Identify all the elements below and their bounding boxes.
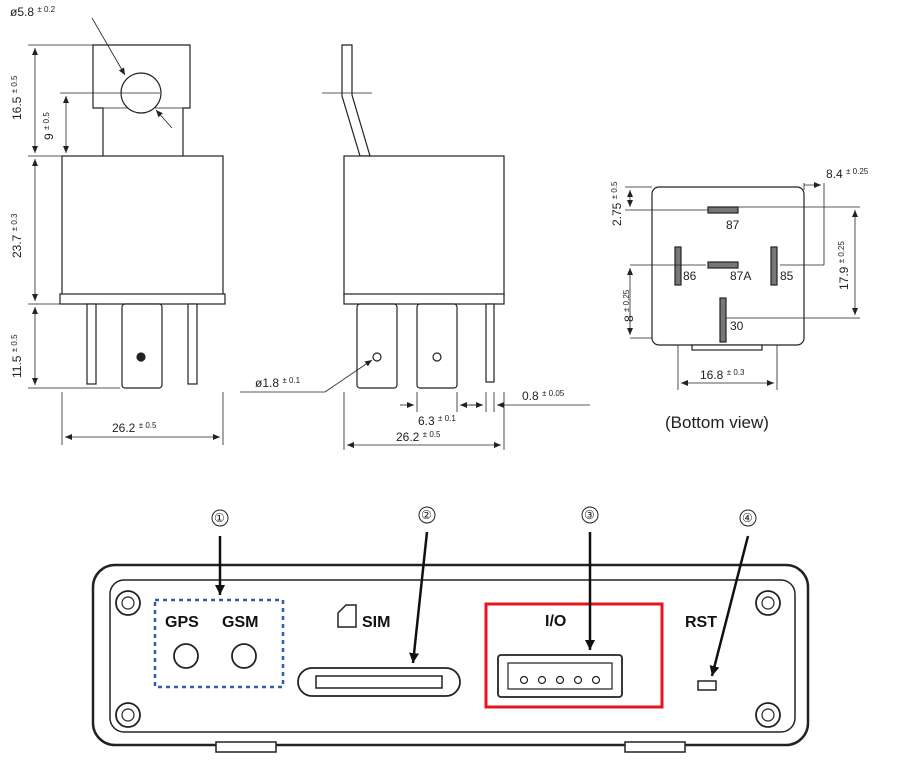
callout-4: ④: [742, 511, 753, 525]
rst-label: RST: [685, 614, 717, 631]
panel-outer: [93, 565, 808, 745]
sim-label: SIM: [362, 614, 390, 631]
side-spacing-label: 17.9 ± 0.25: [837, 241, 851, 290]
side-width-label: 26.2 ± 0.5: [396, 430, 441, 444]
pin-label-87a: 87A: [730, 269, 751, 283]
top-offset-label: 2.75 ± 0.5: [610, 181, 624, 226]
callout-2: ②: [421, 508, 432, 522]
body-height-label: 23.7 ± 0.3: [10, 213, 24, 258]
side-view: [342, 45, 504, 388]
pin-slot-85: [771, 247, 777, 285]
hole-diameter-label: ø5.8 ± 0.2: [10, 5, 56, 19]
side-tab: [342, 45, 370, 156]
callout-1: ①: [214, 511, 225, 525]
pin-pitch-label: 6.3 ± 0.1: [418, 414, 456, 428]
pin-slot-87a: [708, 262, 738, 268]
pin-slot-87: [708, 207, 738, 213]
pin-label-86: 86: [683, 269, 697, 283]
pin: [87, 304, 96, 384]
pin-length-label: 11.5 ± 0.5: [10, 334, 24, 378]
bottom-width-label: 16.8 ± 0.3: [700, 368, 745, 382]
pin-slot-30: [720, 298, 726, 342]
pin-label-30: 30: [730, 319, 744, 333]
right-offset-label: 8.4 ± 0.25: [826, 167, 869, 181]
pin: [122, 304, 162, 388]
callout-3: ③: [584, 508, 595, 522]
pin: [357, 304, 397, 388]
pin: [486, 304, 494, 382]
pin-label-85: 85: [780, 269, 794, 283]
relay-body: [62, 156, 223, 296]
tab-height-label: 16.5 ± 0.5: [10, 75, 24, 120]
tab-hole-offset-label: 9 ± 0.5: [42, 112, 56, 140]
bottom-view-caption: (Bottom view): [665, 413, 769, 432]
pin-label-87: 87: [726, 218, 740, 232]
pin-thickness-label: 0.8 ± 0.05: [522, 389, 565, 403]
front-view: [60, 45, 225, 388]
side-body: [344, 156, 504, 296]
pin: [417, 304, 457, 388]
gsm-label: GSM: [222, 614, 258, 631]
front-width-label: 26.2 ± 0.5: [112, 421, 157, 435]
left-offset-label: 8 ± 0.25: [622, 289, 636, 322]
pin: [188, 304, 197, 384]
io-label: I/O: [545, 613, 566, 630]
pin-slot-86: [675, 247, 681, 285]
pin-hole-label: ø1.8 ± 0.1: [255, 376, 301, 390]
gps-label: GPS: [165, 614, 199, 631]
